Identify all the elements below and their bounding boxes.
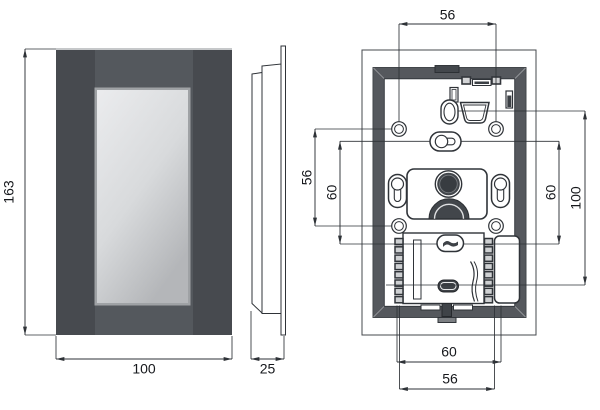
bracket-pocket (459, 101, 490, 124)
panel-right-strip (193, 50, 232, 335)
dim-label-front-height: 163 (1, 180, 17, 204)
dim-label-right-span: 100 (568, 186, 584, 210)
side-middle-body (261, 63, 282, 314)
terminal-block-left (394, 237, 404, 304)
terminal-divider (413, 239, 422, 300)
keyhole-slot-left (387, 173, 408, 209)
front-view: 163 100 (1, 48, 233, 377)
camera-speaker-module (406, 168, 488, 220)
back-view: 56 56 60 60 100 60 (299, 7, 587, 391)
side-back-box (251, 71, 263, 315)
terminal-cover (493, 235, 521, 304)
dim-label-left-holes: 56 (299, 170, 315, 186)
keyhole-slot-right (490, 173, 511, 209)
side-view: 25 (250, 45, 286, 377)
top-connector-tab (434, 65, 460, 73)
cable-entry-slot-inner (443, 102, 456, 122)
side-port-inner (507, 95, 512, 107)
dim-label-left-keyholes: 60 (324, 185, 340, 201)
screw-holes (391, 121, 504, 234)
back-view-dimensions: 56 56 60 60 100 60 (299, 7, 587, 391)
keyhole-slot-upper (429, 131, 462, 152)
latch-left (420, 304, 441, 311)
frame-corner-miters (373, 67, 526, 318)
terminal-block-right (483, 237, 494, 304)
side-front-plate (280, 45, 286, 336)
panel-top-edge-highlight (56, 48, 232, 50)
dim-label-bottom-keyholes: 60 (441, 344, 457, 360)
keyhole-slot-lower (436, 234, 465, 253)
panel-left-strip (56, 50, 95, 335)
dip-switch-left (461, 76, 472, 85)
dim-label-side-depth: 25 (260, 361, 276, 377)
lower-cable-slot (437, 279, 459, 293)
speaker-dome (428, 198, 470, 220)
dim-label-front-width: 100 (132, 361, 156, 377)
release-tab (441, 303, 452, 317)
latch-right (453, 304, 473, 311)
dim-label-top-holes: 56 (440, 7, 456, 23)
bracket-pocket-inner (462, 104, 487, 121)
screen (97, 90, 188, 303)
camera-lens (439, 174, 458, 194)
wire-guide (469, 261, 476, 302)
dim-label-bottom-holes: 56 (442, 371, 458, 387)
vent-slot-inner (474, 81, 489, 84)
release-button (437, 317, 457, 323)
cable-clip-inner (451, 89, 457, 101)
terminal-section (394, 232, 521, 323)
dim-label-right-keyholes: 60 (543, 185, 559, 201)
